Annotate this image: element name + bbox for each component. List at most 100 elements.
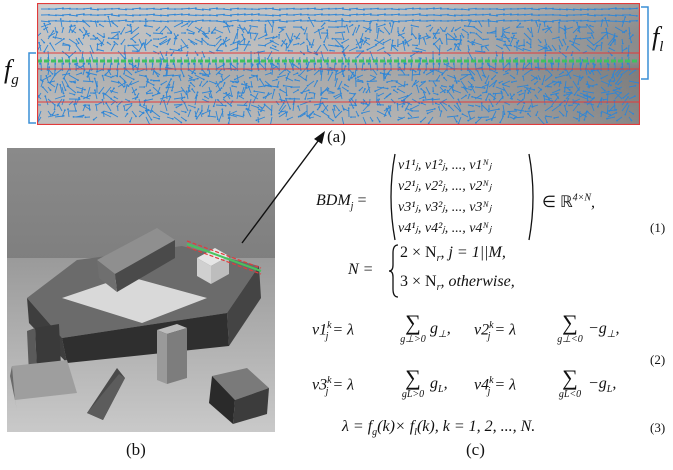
vector-arrow-head bbox=[448, 85, 451, 88]
vector-arrow-head bbox=[236, 28, 239, 31]
vector-arrow bbox=[233, 114, 245, 118]
vector-arrow-head bbox=[414, 70, 417, 73]
vector-arrow bbox=[361, 102, 371, 106]
vector-arrow bbox=[584, 101, 595, 106]
vector-arrow-head bbox=[467, 33, 470, 36]
vector-arrow bbox=[327, 20, 337, 22]
vector-arrow bbox=[315, 44, 322, 53]
vector-arrow bbox=[555, 74, 567, 79]
vector-arrow-head bbox=[335, 63, 337, 65]
vector-arrow-head bbox=[39, 63, 41, 65]
vector-arrow-head bbox=[70, 24, 73, 27]
vector-arrow-head bbox=[437, 28, 440, 31]
vector-arrow-head bbox=[186, 22, 189, 25]
vector-arrow bbox=[241, 86, 245, 96]
vector-arrow bbox=[475, 116, 483, 124]
vector-arrow bbox=[215, 81, 221, 88]
vector-arrow bbox=[313, 103, 322, 106]
vector-arrow-head bbox=[312, 111, 315, 113]
vector-arrow-head bbox=[553, 117, 556, 119]
vector-arrow-head bbox=[600, 97, 603, 100]
vector-arrow bbox=[124, 44, 126, 54]
vector-arrow-head bbox=[269, 39, 272, 42]
vector-arrow bbox=[551, 89, 560, 94]
vector-arrow-head bbox=[96, 37, 99, 39]
vector-arrow bbox=[82, 7, 92, 10]
vector-arrow-head bbox=[544, 54, 547, 57]
vector-arrow-head bbox=[52, 30, 55, 32]
vector-arrow-head bbox=[162, 94, 165, 97]
vector-arrow-head bbox=[181, 21, 184, 24]
vector-arrow bbox=[530, 8, 540, 10]
vector-arrow-head bbox=[586, 23, 588, 26]
vector-arrow bbox=[222, 92, 231, 96]
vector-arrow bbox=[453, 19, 462, 22]
vector-arrow bbox=[63, 43, 70, 46]
vector-arrow bbox=[502, 86, 509, 96]
vector-arrow-head bbox=[279, 19, 281, 21]
vector-arrow-head bbox=[172, 75, 174, 77]
vector-arrow bbox=[223, 92, 231, 98]
vector-arrow-head bbox=[192, 32, 195, 35]
vector-arrow bbox=[565, 8, 574, 11]
vector-arrow bbox=[586, 38, 594, 46]
vector-arrow-head bbox=[403, 62, 406, 65]
vector-arrow-head bbox=[66, 85, 69, 87]
vector-arrow bbox=[159, 59, 163, 70]
vector-arrow-head bbox=[526, 84, 529, 87]
vector-arrow bbox=[558, 38, 563, 46]
vector-arrow-head bbox=[127, 44, 130, 47]
vector-arrow bbox=[89, 8, 99, 11]
vector-arrow bbox=[152, 110, 161, 118]
vector-arrow-head bbox=[465, 94, 467, 97]
vector-arrow-head bbox=[562, 38, 565, 41]
vector-arrow bbox=[82, 20, 91, 28]
vector-arrow-head bbox=[91, 80, 94, 83]
vector-arrow bbox=[341, 8, 351, 11]
vector-arrow-head bbox=[49, 75, 52, 77]
vector-arrow bbox=[145, 39, 152, 46]
vector-arrow-head bbox=[280, 44, 283, 47]
vector-arrow bbox=[96, 37, 105, 46]
vector-arrow bbox=[240, 43, 252, 46]
vector-arrow-head bbox=[188, 90, 191, 92]
vector-arrow-head bbox=[150, 118, 153, 121]
vector-arrow bbox=[481, 68, 485, 76]
vector-arrow-head bbox=[231, 95, 233, 98]
vector-arrow bbox=[278, 68, 287, 76]
vector-arrow-head bbox=[607, 63, 610, 66]
vector-arrow-head bbox=[419, 13, 421, 15]
vector-arrow bbox=[44, 96, 49, 106]
vector-arrow-head bbox=[156, 46, 159, 48]
vector-arrow-head bbox=[92, 34, 95, 37]
vector-arrow bbox=[215, 20, 224, 23]
vector-arrow-head bbox=[558, 21, 560, 24]
vector-arrow-head bbox=[546, 121, 548, 124]
vector-arrow bbox=[530, 74, 538, 80]
vector-arrow bbox=[470, 86, 476, 94]
vector-arrow-head bbox=[49, 42, 52, 45]
vector-arrow bbox=[586, 24, 595, 34]
vector-arrow-head bbox=[82, 19, 84, 22]
vector-arrow bbox=[537, 116, 545, 125]
vector-arrow bbox=[486, 80, 490, 92]
panel-a bbox=[37, 3, 640, 125]
vector-arrow-head bbox=[461, 28, 464, 31]
vector-arrow-head bbox=[38, 41, 40, 44]
vector-arrow-head bbox=[407, 117, 410, 120]
vector-arrow-head bbox=[245, 87, 248, 89]
vector-arrow bbox=[264, 14, 274, 17]
vector-arrow bbox=[327, 44, 339, 47]
vector-arrow-head bbox=[84, 116, 87, 119]
vector-arrow-head bbox=[451, 88, 454, 91]
vector-arrow-head bbox=[143, 99, 146, 102]
vector-arrow bbox=[243, 19, 253, 22]
vector-arrow-head bbox=[511, 81, 513, 83]
eq3: λ = fg(k)× fl(k), k = 1, 2, ..., N. bbox=[342, 418, 536, 439]
vector-arrow-head bbox=[554, 49, 557, 51]
vector-arrow-head bbox=[539, 78, 541, 81]
vector-arrow-head bbox=[74, 81, 76, 84]
vector-arrow bbox=[327, 14, 337, 16]
vector-arrow-head bbox=[201, 37, 204, 40]
blocks-photo bbox=[7, 148, 275, 432]
